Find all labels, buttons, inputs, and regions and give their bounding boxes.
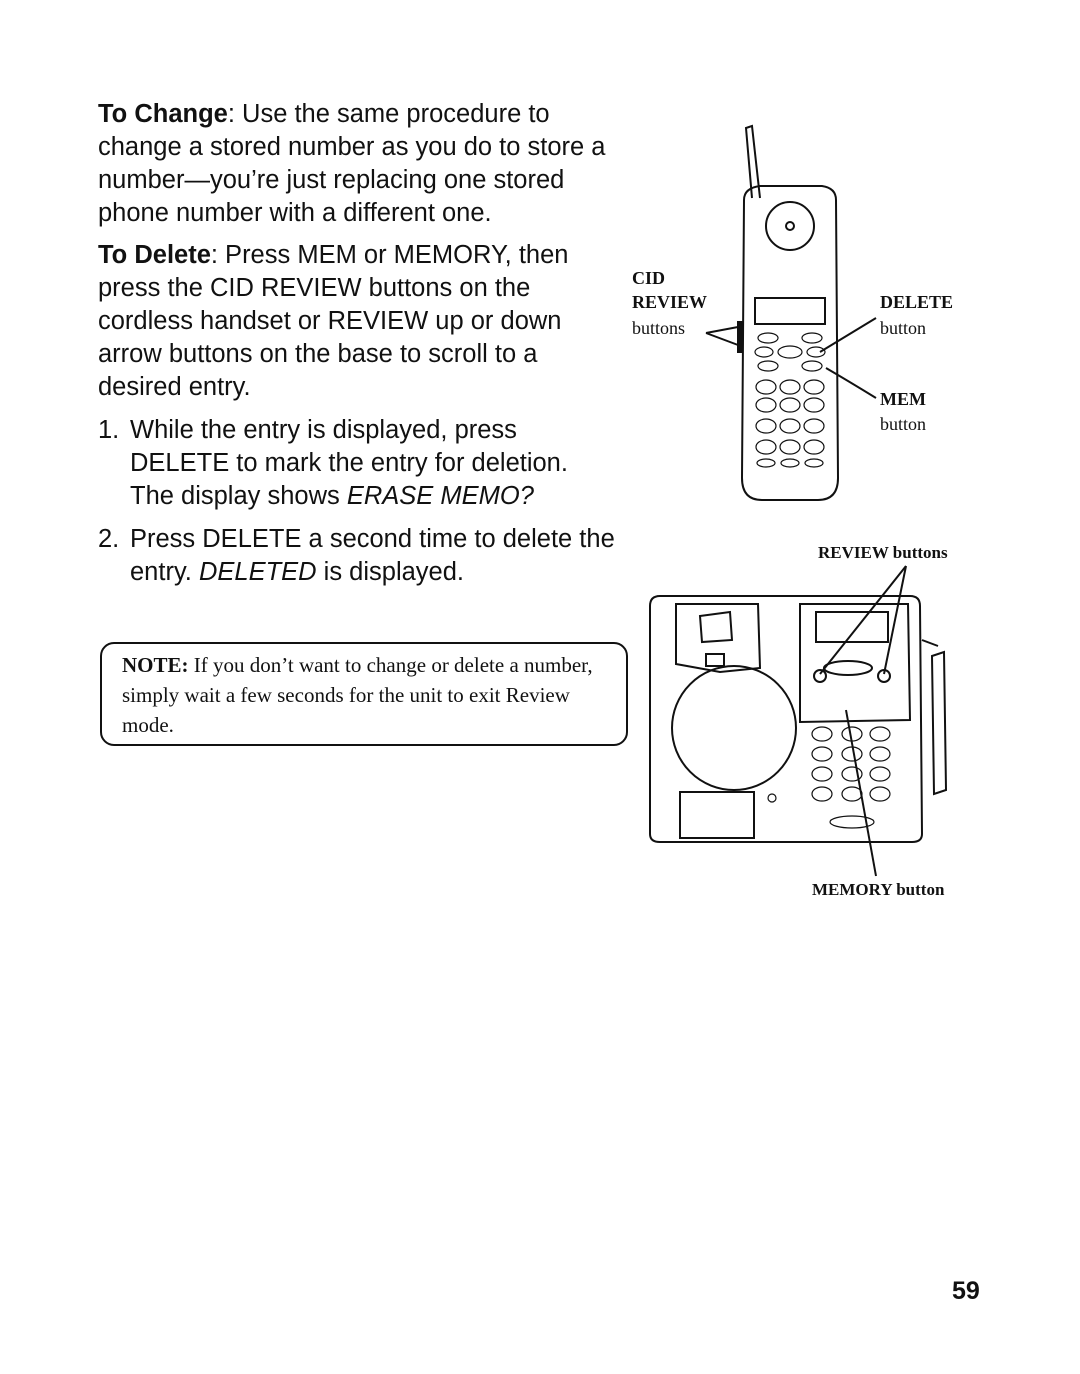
step-2: 2. Press DELETE a second time to delete t… (98, 523, 618, 589)
step-emphasis: DELETED (198, 558, 317, 586)
to-change-heading: To Change (98, 100, 228, 128)
callout-mem: MEM (880, 389, 926, 409)
base-callout-lines (819, 565, 907, 877)
handset-callout-lines (705, 317, 877, 399)
to-change-paragraph: To Change: Use the same procedure to cha… (98, 98, 618, 230)
note-box: NOTE: If you don’t want to change or del… (100, 642, 628, 746)
to-delete-heading: To Delete (98, 241, 211, 269)
to-delete-body: : Press MEM or MEMORY, then press the CI… (98, 241, 569, 401)
to-delete-paragraph: To Delete: Press MEM or MEMORY, then pre… (98, 239, 618, 404)
callout-buttons: buttons (632, 318, 686, 338)
steps-list: 1. While the entry is displayed, press DE… (98, 414, 618, 589)
callout-review-buttons: REVIEW buttons (818, 543, 948, 562)
to-change-body: : Use the same procedure to change a sto… (98, 100, 606, 227)
base-unit-illustration (649, 595, 948, 843)
step-number: 2. (98, 525, 120, 553)
page-number: 59 (952, 1277, 980, 1305)
note-label: NOTE: (122, 653, 189, 677)
callout-delete-button: button (880, 318, 927, 338)
step-1: 1. While the entry is displayed, press DE… (98, 414, 618, 513)
callout-memory-button: MEMORY button (812, 880, 945, 899)
step-number: 1. (98, 416, 120, 444)
callout-cid: CID (632, 268, 666, 288)
step-text: Press DELETE a second time to delete the… (130, 525, 615, 586)
step-text: While the entry is displayed, press DELE… (130, 416, 568, 510)
callout-mem-button: button (880, 414, 927, 434)
note-text: If you don’t want to change or delete a … (122, 653, 593, 737)
cordless-handset-illustration (737, 124, 840, 501)
step-text-after: is displayed. (316, 558, 465, 586)
callout-review: REVIEW (632, 292, 708, 312)
callout-delete: DELETE (880, 292, 954, 312)
step-emphasis: ERASE MEMO? (346, 482, 534, 510)
